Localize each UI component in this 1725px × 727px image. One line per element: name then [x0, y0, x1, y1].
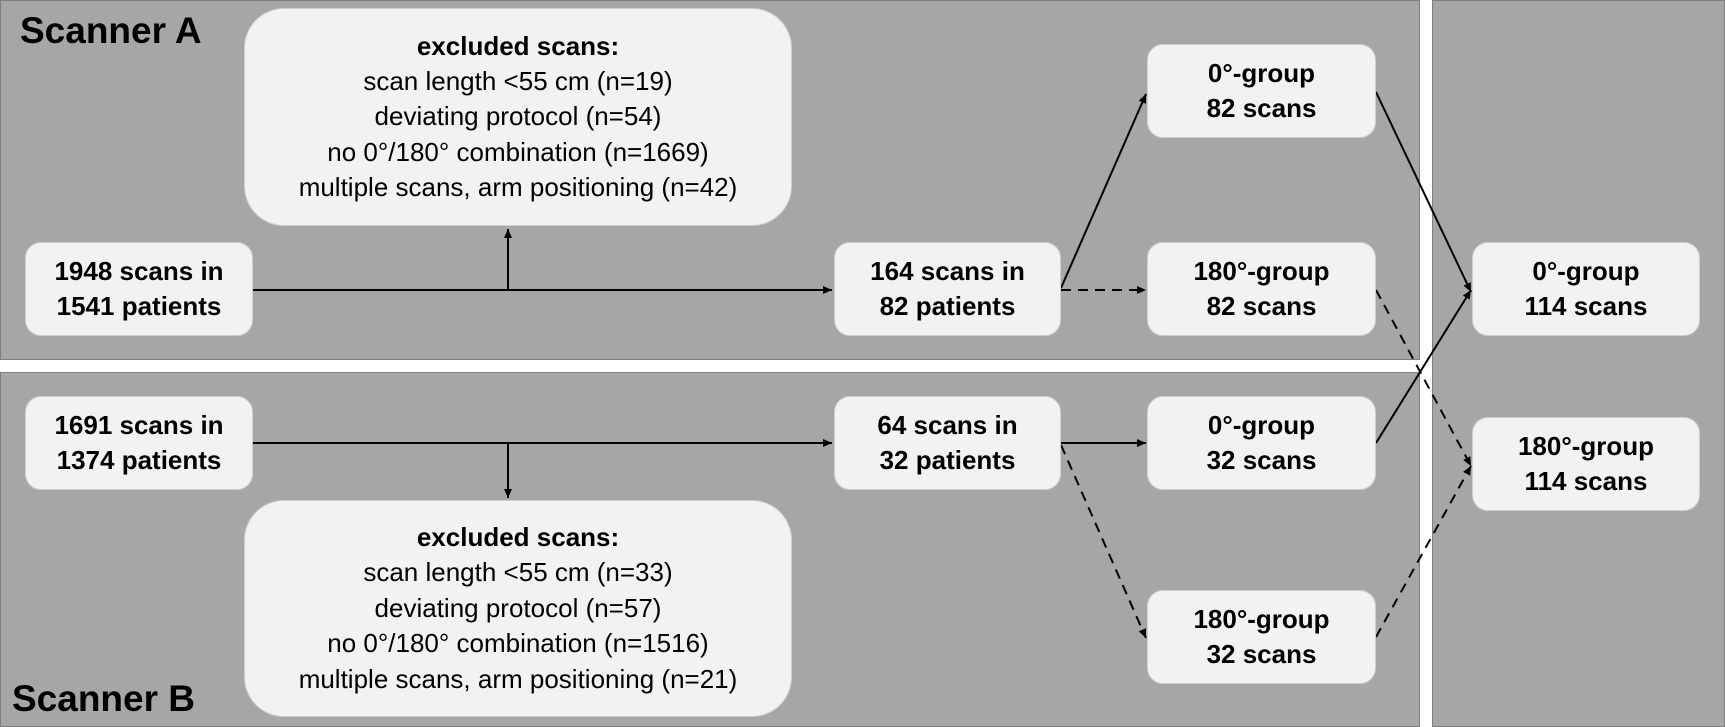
b-group0-line2: 32 scans — [1206, 445, 1317, 475]
a-excluded-box: excluded scans: scan length <55 cm (n=19… — [244, 8, 792, 226]
b-excluded-item: deviating protocol (n=57) — [374, 592, 662, 623]
a-group0-box: 0°-group 82 scans — [1147, 44, 1376, 138]
b-group180-to-combined180-arrow — [1375, 465, 1472, 638]
a-excluded-item: scan length <55 cm (n=19) — [363, 65, 673, 96]
b-excluded-item: multiple scans, arm positioning (n=21) — [298, 663, 738, 694]
a-group0-line1: 0°-group — [1207, 57, 1316, 88]
a-included-to-group0-arrow — [1060, 93, 1147, 289]
combined-group180-line1: 180°-group — [1517, 430, 1655, 461]
a-included-line2: 82 patients — [879, 291, 1016, 321]
a-group180-line1: 180°-group — [1193, 255, 1330, 286]
b-start-line1: 1691 scans in — [54, 409, 224, 440]
b-start-box: 1691 scans in 1374 patients — [25, 396, 253, 490]
combined-group180-box: 180°-group 114 scans — [1472, 417, 1700, 511]
b-group0-to-combined0-arrow — [1375, 289, 1472, 444]
b-excluded-box: excluded scans: scan length <55 cm (n=33… — [244, 500, 792, 717]
b-included-line1: 64 scans in — [877, 409, 1018, 440]
a-group180-to-combined180-arrow — [1375, 289, 1472, 467]
a-included-line1: 164 scans in — [870, 255, 1025, 286]
a-group180-line2: 82 scans — [1206, 291, 1317, 321]
a-excluded-item: deviating protocol (n=54) — [374, 101, 662, 132]
b-excluded-item: no 0°/180° combination (n=1516) — [327, 628, 709, 659]
a-included-box: 164 scans in 82 patients — [834, 242, 1061, 336]
a-excluded-item: multiple scans, arm positioning (n=42) — [298, 172, 738, 203]
scanner-b-label: Scanner B — [12, 678, 196, 719]
a-start-line1: 1948 scans in — [54, 255, 224, 286]
b-included-to-group180-arrow — [1060, 444, 1147, 639]
combined-group0-box: 0°-group 114 scans — [1472, 242, 1700, 336]
b-group180-line2: 32 scans — [1206, 639, 1317, 669]
b-group0-box: 0°-group 32 scans — [1147, 396, 1376, 490]
b-excluded-item: scan length <55 cm (n=33) — [363, 557, 673, 588]
combined-group0-line2: 114 scans — [1524, 291, 1648, 321]
b-group180-box: 180°-group 32 scans — [1147, 590, 1376, 684]
b-group180-line1: 180°-group — [1193, 603, 1330, 634]
a-group180-box: 180°-group 82 scans — [1147, 242, 1376, 336]
b-start-line2: 1374 patients — [56, 445, 222, 475]
b-group0-line1: 0°-group — [1207, 409, 1316, 440]
a-excluded-title: excluded scans: — [416, 30, 620, 61]
combined-group180-line2: 114 scans — [1524, 466, 1648, 496]
a-group0-line2: 82 scans — [1206, 93, 1317, 123]
scanner-a-label: Scanner A — [20, 10, 202, 51]
b-included-box: 64 scans in 32 patients — [834, 396, 1061, 490]
a-excluded-item: no 0°/180° combination (n=1669) — [327, 136, 709, 167]
a-start-line2: 1541 patients — [56, 291, 222, 321]
b-included-line2: 32 patients — [879, 445, 1016, 475]
b-excluded-title: excluded scans: — [416, 522, 620, 553]
a-group0-to-combined0-arrow — [1375, 91, 1472, 293]
a-start-box: 1948 scans in 1541 patients — [25, 242, 253, 336]
combined-group0-line1: 0°-group — [1532, 255, 1640, 286]
